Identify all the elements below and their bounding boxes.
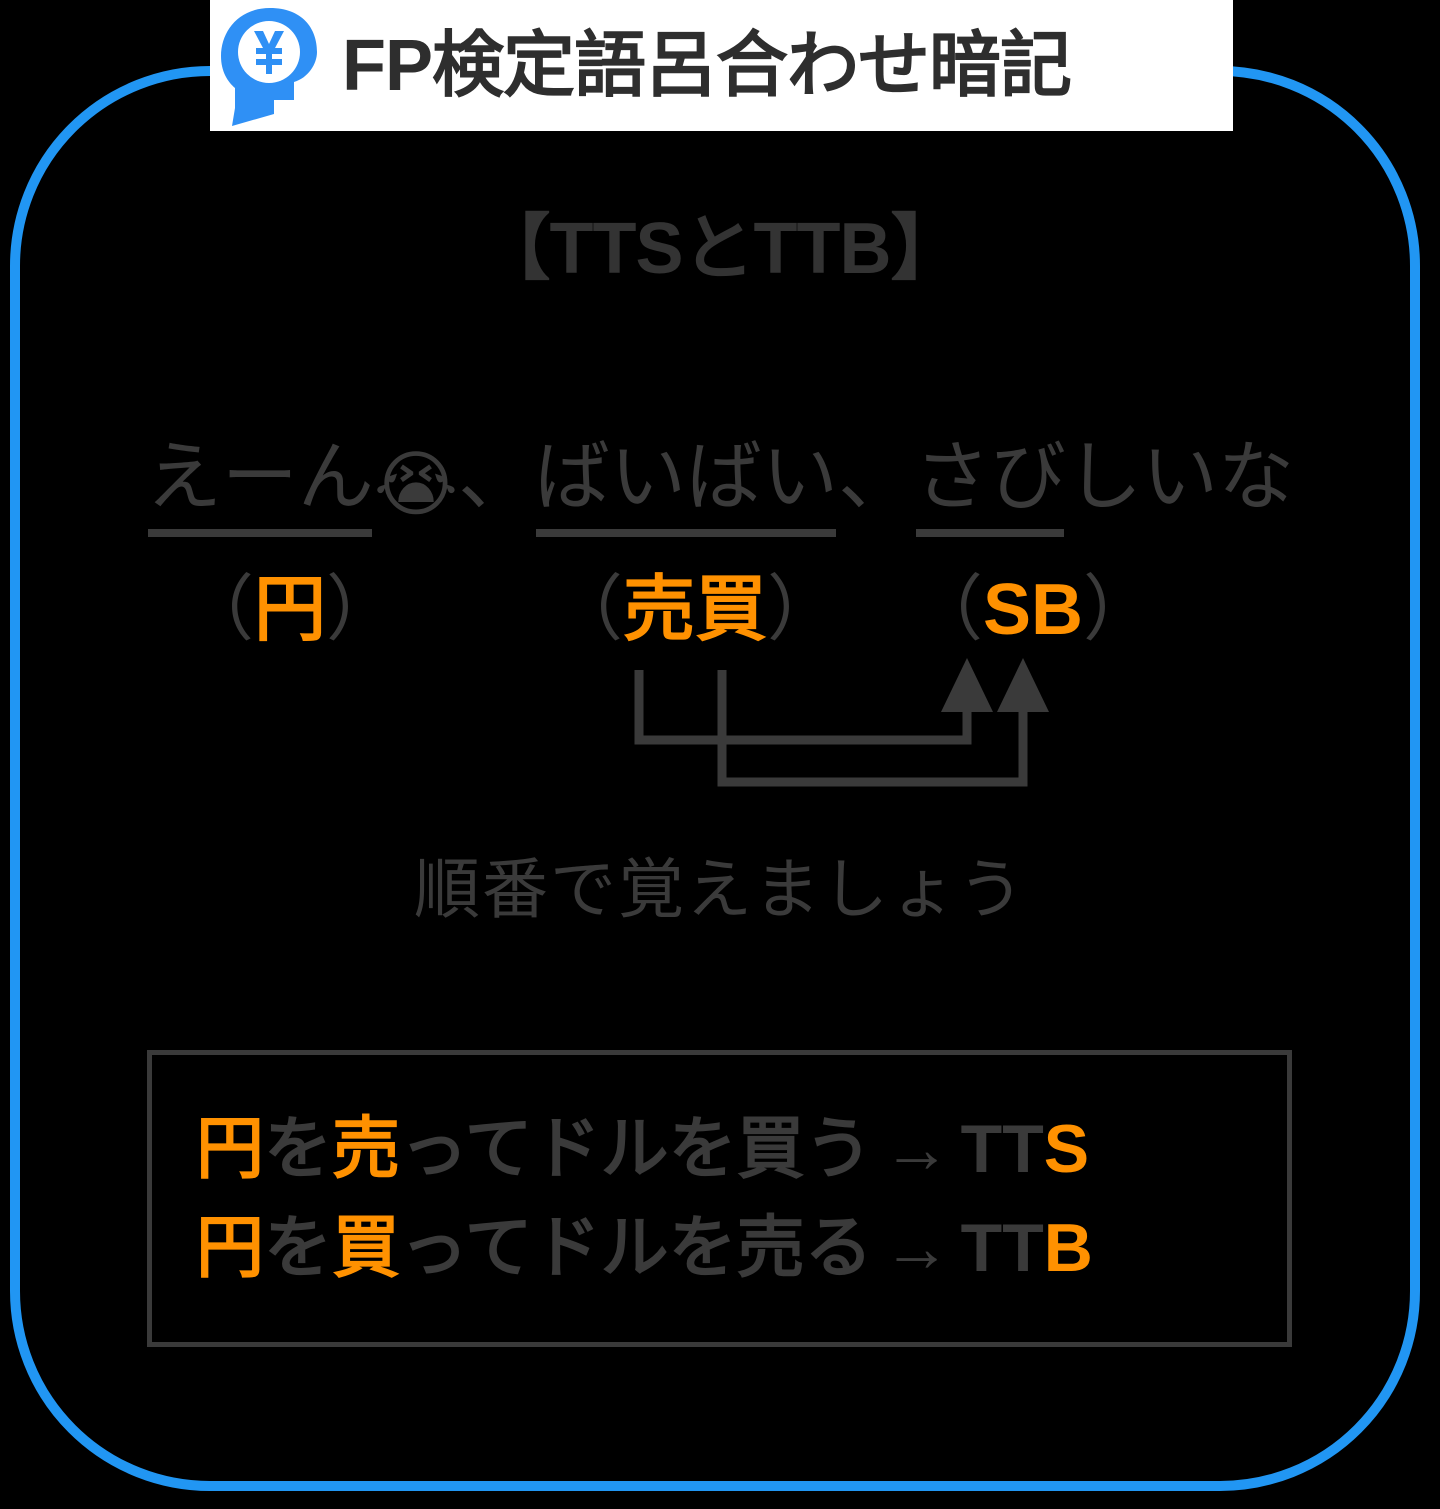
mnemonic-underlined-2: ばいばい (534, 435, 839, 537)
summary-line-2-code-accent: B (1043, 1209, 1093, 1286)
page-title: 【TTSとTTB】 (478, 209, 963, 289)
reading-yen-close: ） (326, 570, 399, 650)
reading-trade: （売買） (540, 560, 850, 660)
summary-line-1-part-1: 円 (196, 1110, 265, 1187)
summary-line-1-arrow-icon: → (882, 1110, 951, 1187)
summary-line-2: 円を買ってドルを売る→TTB (196, 1199, 1093, 1298)
mnemonic-segment-2: ばいばい、 (534, 435, 914, 537)
mnemonic-tail-3: しいな (1066, 435, 1295, 520)
mnemonic-tail-1: 、 (458, 435, 535, 520)
hint-text: 順番で覚えましょう (414, 852, 1026, 926)
summary-line-2-code-base: TT (960, 1209, 1044, 1286)
summary-line-2-part-3: 買 (332, 1209, 401, 1286)
summary-line-2-arrow-icon: → (882, 1209, 951, 1286)
reading-sb: （SB） (888, 560, 1178, 660)
summary-line-1: 円を売ってドルを買う→TTS (196, 1100, 1089, 1199)
mnemonic-tail-2: 、 (838, 435, 915, 520)
mnemonic-phrase: えーん😭、ばいばい、さびしいな (0, 435, 1440, 537)
summary-line-1-part-3: 売 (332, 1110, 401, 1187)
connector-arrow-2-head (997, 658, 1049, 712)
reading-trade-close: ） (767, 570, 840, 650)
mnemonic-underlined-1: えーん (145, 435, 374, 537)
readings-row: （円） （売買） （SB） (0, 560, 1440, 660)
summary-line-1-code-base: TT (960, 1110, 1044, 1187)
reading-yen-open: （ (182, 570, 255, 650)
header-title: FP検定語呂合わせ暗記 (342, 25, 1072, 106)
header-badge: FP検定語呂合わせ暗記 (210, 0, 1233, 131)
reading-trade-key: 売買 (622, 570, 767, 650)
summary-line-2-part-2: を (264, 1209, 333, 1286)
summary-line-2-part-4: ってドルを売る (400, 1209, 873, 1286)
reading-sb-open: （ (910, 570, 983, 650)
reading-sb-key: SB (982, 570, 1084, 650)
summary-line-2-part-1: 円 (196, 1209, 265, 1286)
yen-head-icon (210, 0, 328, 131)
mnemonic-segment-3: さびしいな (914, 435, 1294, 537)
mnemonic-segment-1: えーん😭、 (145, 435, 534, 537)
connector-arrow-1-path (634, 670, 972, 745)
summary-line-1-code-accent: S (1043, 1110, 1090, 1187)
reading-trade-open: （ (550, 570, 623, 650)
connector-arrow-2-path (717, 670, 1028, 787)
summary-line-1-part-4: ってドルを買う (400, 1110, 873, 1187)
reading-yen: （円） (182, 560, 398, 660)
summary-line-1-part-2: を (264, 1110, 333, 1187)
reading-sb-close: ） (1083, 570, 1156, 650)
crying-face-emoji: 😭 (373, 445, 459, 525)
mnemonic-underlined-3: さび (914, 435, 1067, 537)
reading-yen-key: 円 (254, 570, 327, 650)
connector-arrow-1-head (941, 658, 993, 712)
yen-symbol-glyph (254, 31, 284, 74)
summary-box: 円を売ってドルを買う→TTS 円を買ってドルを売る→TTB (147, 1050, 1292, 1347)
